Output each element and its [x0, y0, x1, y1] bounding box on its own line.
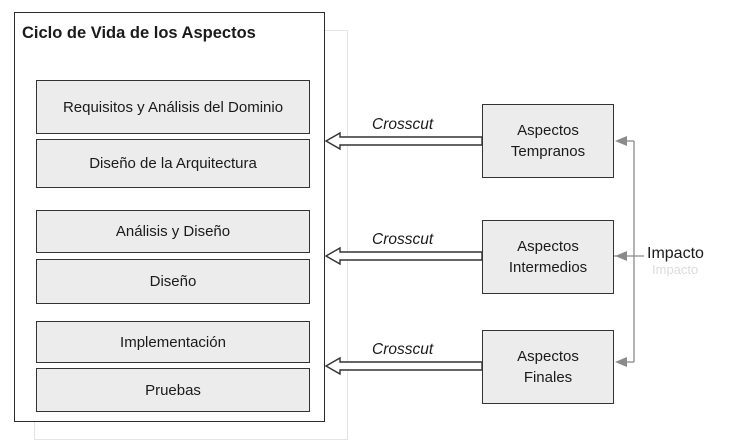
aspect-final: Aspectos Finales [482, 330, 614, 404]
phase-testing: Pruebas [36, 368, 310, 412]
lifecycle-title: Ciclo de Vida de los Aspectos [22, 24, 256, 42]
aspect-early: Aspectos Tempranos [482, 104, 614, 178]
impact-shadow-label: Impacto [652, 262, 699, 277]
phase-analysis-design: Análisis y Diseño [36, 210, 310, 253]
aspect-intermediate: Aspectos Intermedios [482, 220, 614, 294]
phase-requirements-analysis: Requisitos y Análisis del Dominio [36, 80, 310, 134]
crosscut-label-intermediate: Crosscut [372, 231, 434, 248]
phase-design: Diseño [36, 259, 310, 304]
crosscut-label-final: Crosscut [372, 341, 434, 358]
impact-label: Impacto [647, 245, 704, 262]
crosscut-arrow-final [324, 356, 483, 376]
crosscut-label-early: Crosscut [372, 116, 434, 133]
impact-arrowhead-early [615, 136, 627, 146]
crosscut-arrow-early [324, 131, 483, 151]
impact-arrowhead-final [615, 357, 627, 367]
crosscut-arrow-intermediate [324, 246, 483, 266]
phase-architecture-design: Diseño de la Arquitectura [36, 139, 310, 188]
phase-implementation: Implementación [36, 321, 310, 363]
impact-arrowhead-intermediate [615, 251, 627, 261]
